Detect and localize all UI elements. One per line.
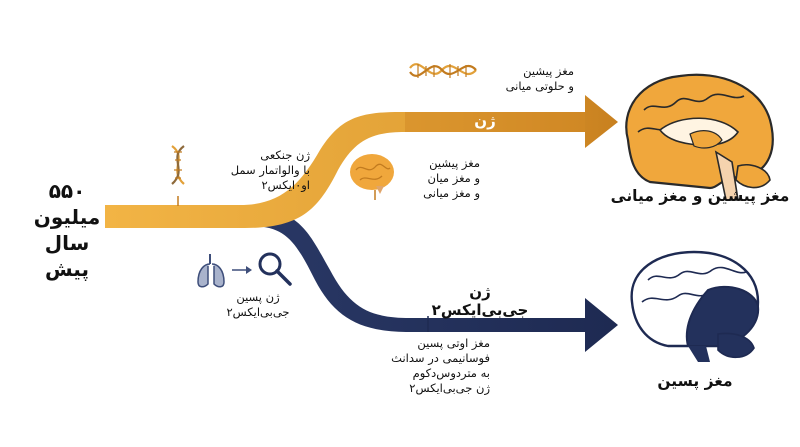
top-gene-label: ژن اوتی‌ایکس۲: [442, 112, 528, 148]
small-arrow-icon: [232, 266, 252, 274]
lungs-gene-note: ژن پسین جی‌بی‌ایکس۲: [226, 290, 290, 319]
small-brain-note: مغز پیشین و مغز میان و مغز میانی: [423, 156, 480, 200]
top-dna-note: مغز پیشین و حلوتی میانی: [505, 64, 574, 93]
magnifier-icon: [258, 252, 292, 286]
hindbrain-label: مغز پسین: [657, 372, 733, 390]
stem-gene-note: ژن جنکعی با والواتمار سمل او۰ایکس۲: [230, 148, 310, 192]
bottom-gene-label: ژن جی‌بی‌ایکس۲: [431, 283, 529, 319]
bottom-branch-description: مغز اوتی پسین فوسانیمی در سدانث به متردو…: [391, 336, 490, 395]
bottom-branch-arrow: [200, 208, 618, 352]
start-time-label: ۵۵۰ میلیون سال پیش: [33, 179, 101, 281]
forebrain-midbrain-label: مغز پیشین و مغز میانی: [610, 187, 790, 205]
dna-icon: [171, 145, 185, 185]
lungs-icon: [197, 254, 225, 288]
forebrain-midbrain-illustration: [625, 73, 774, 201]
dna-horizontal-icon: [409, 63, 477, 78]
small-brain-icon: [350, 154, 394, 194]
hindbrain-illustration: [630, 250, 760, 362]
top-branch-arrow: [105, 95, 618, 228]
